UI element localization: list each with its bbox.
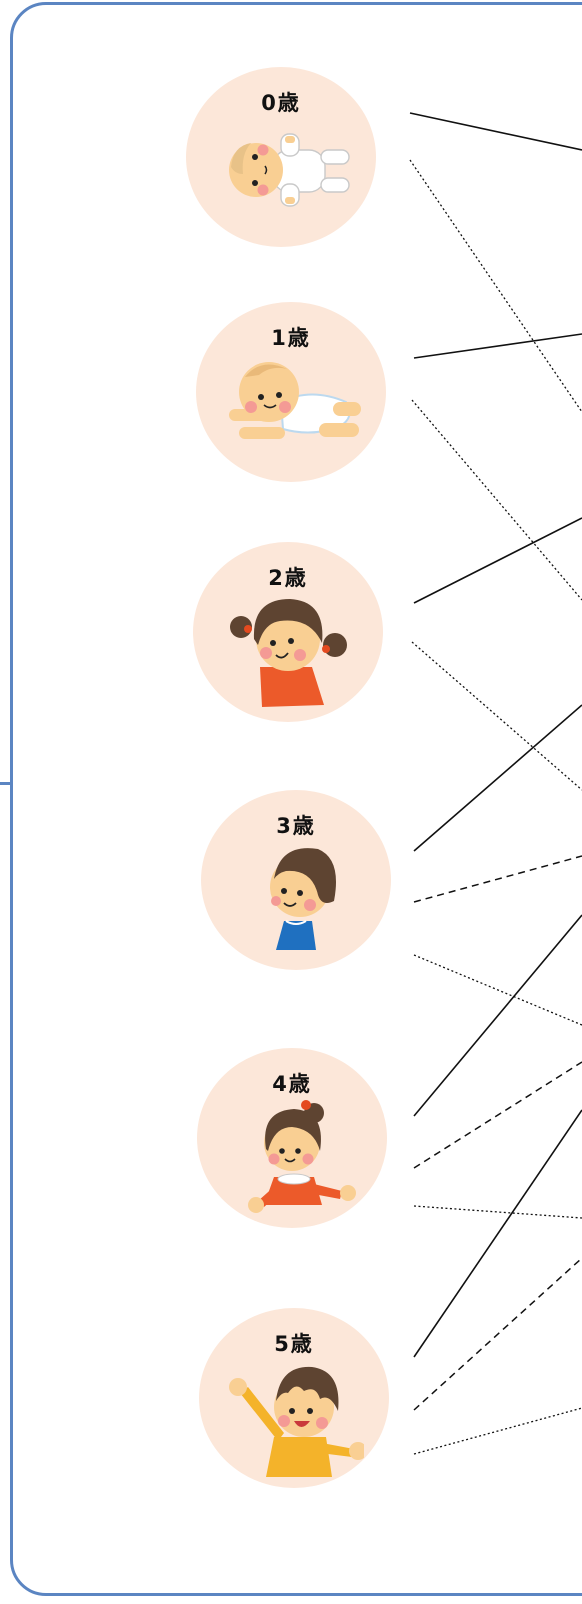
- connector-solid-1: [414, 334, 582, 358]
- baby-lying-icon: [211, 112, 351, 237]
- connector-solid-2: [414, 518, 582, 603]
- connector-solid-4: [414, 915, 582, 1116]
- connector-dashed-3: [414, 856, 582, 902]
- age-node-1: 1歳: [196, 302, 386, 482]
- connector-dashed-5: [414, 1258, 582, 1410]
- connector-dotted-4: [414, 1206, 582, 1218]
- baby-crawling-icon: [221, 347, 361, 472]
- connector-solid-5: [414, 1110, 582, 1357]
- age-node-0: 0歳: [186, 67, 376, 247]
- connector-solid-3: [414, 705, 582, 851]
- boy-cheering-icon: [224, 1353, 364, 1478]
- girl-pigtails-icon: [218, 587, 358, 712]
- connector-dotted-5: [414, 1408, 582, 1454]
- age-node-2: 2歳: [193, 542, 383, 722]
- age-node-5: 5歳: [199, 1308, 389, 1488]
- connector-solid-0: [410, 113, 582, 150]
- connector-dotted-1: [412, 400, 582, 600]
- connector-dashed-4: [414, 1062, 582, 1168]
- boy-blue-shirt-icon: [226, 835, 366, 960]
- age-node-4: 4歳: [197, 1048, 387, 1228]
- girl-waving-icon: [222, 1093, 362, 1218]
- connector-dotted-0: [410, 160, 582, 412]
- age-node-3: 3歳: [201, 790, 391, 970]
- connector-dotted-2: [412, 642, 582, 790]
